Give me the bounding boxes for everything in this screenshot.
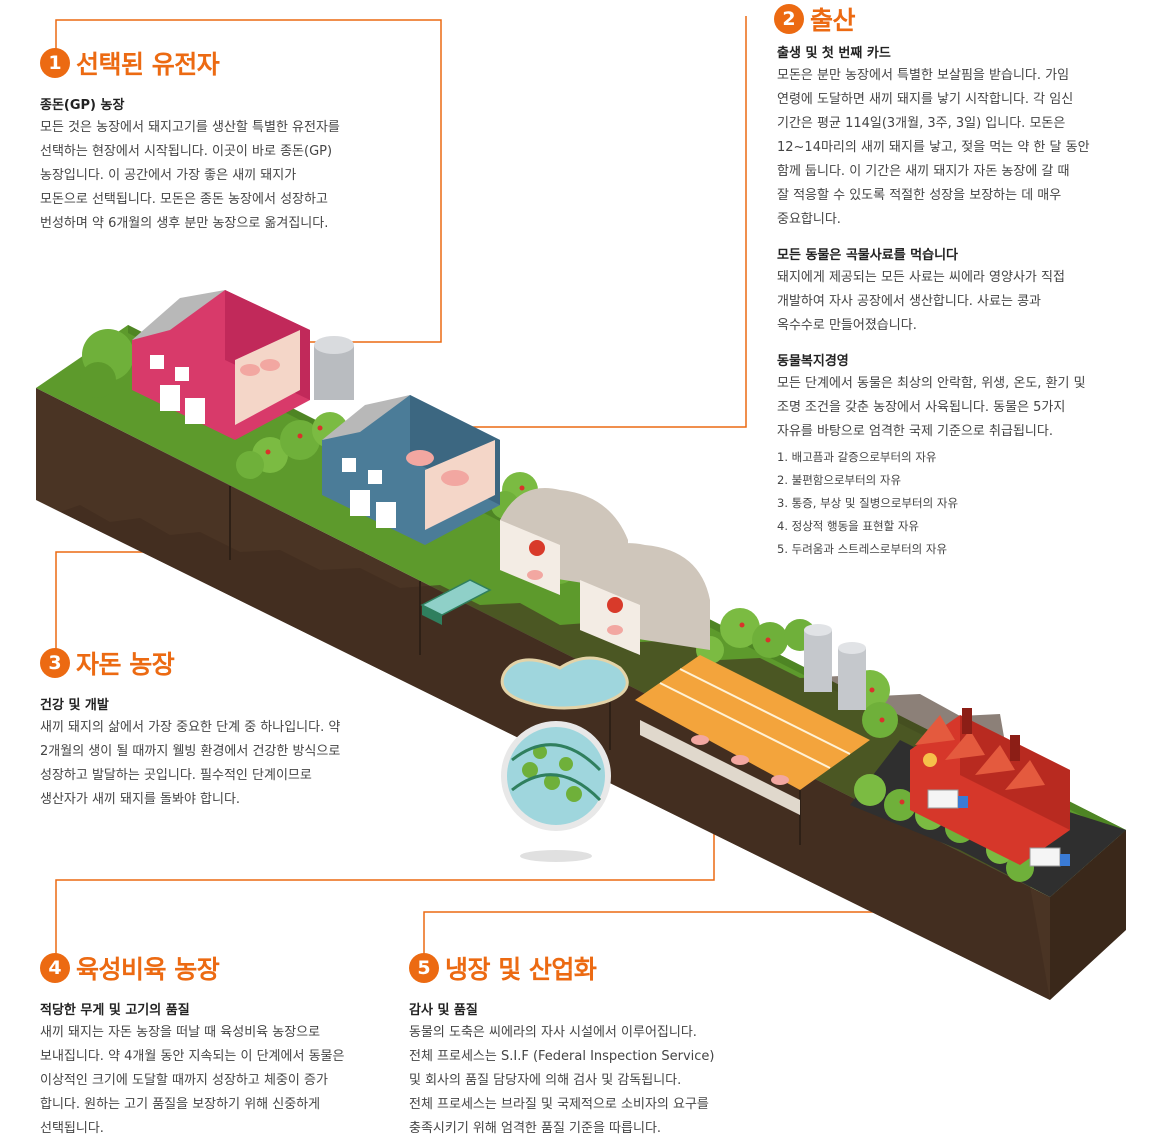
- section-1-heading: 1 선택된 유전자: [40, 44, 440, 82]
- text-line: 충족시키기 위해 엄격한 품질 기준을 따릅니다.: [409, 1121, 662, 1136]
- text-line: 잘 적응할 수 있도록 적절한 성장을 보장하는 데 매우: [777, 188, 1062, 203]
- greenhouse-magnifier: [501, 721, 611, 862]
- list-item: 3. 통증, 부상 및 질병으로부터의 자유: [777, 496, 959, 510]
- block-subtitle: 동물복지경영: [777, 354, 849, 369]
- list-item: 4. 정상적 행동을 표현할 자유: [777, 519, 919, 533]
- list-item: 1. 배고픔과 갈증으로부터의 자유: [777, 450, 937, 464]
- text-line: 성장하고 발달하는 곳입니다. 필수적인 단계이므로: [40, 768, 312, 783]
- block-body: 모돈은 분만 농장에서 특별한 보살핌을 받습니다. 가임 연령에 도달하면 새…: [777, 64, 1157, 232]
- text-line: 함께 둡니다. 이 기간은 새끼 돼지가 자돈 농장에 갈 때: [777, 164, 1070, 179]
- text-line: 전체 프로세스는 브라질 및 국제적으로 소비자의 요구를: [409, 1097, 709, 1112]
- text-line: 선택됩니다.: [40, 1121, 104, 1136]
- section-4-title: 육성비육 농장: [76, 955, 220, 984]
- section-5-heading: 5 냉장 및 산업화: [409, 949, 789, 987]
- text-line: 이상적인 크기에 도달할 때까지 성장하고 체중이 증가: [40, 1073, 328, 1088]
- connector-2: [435, 16, 747, 428]
- section-1: 1 선택된 유전자 종돈(GP) 농장 모든 것은 농장에서 돼지고기를 생산할…: [40, 44, 440, 236]
- section-5-body: 동물의 도축은 씨에라의 자사 시설에서 이루어집니다. 전체 프로세스는 S.…: [409, 1021, 789, 1141]
- block-body: 모든 단계에서 동물은 최상의 안락함, 위생, 온도, 환기 및 조명 조건을…: [777, 372, 1157, 444]
- text-line: 모든 단계에서 동물은 최상의 안락함, 위생, 온도, 환기 및: [777, 376, 1086, 391]
- list-item: 5. 두려움과 스트레스로부터의 자유: [777, 542, 948, 556]
- text-line: 생산자가 새끼 돼지를 돌봐야 합니다.: [40, 792, 241, 807]
- section-2: 2 출산 출생 및 첫 번째 카드 모돈은 분만 농장에서 특별한 보살핌을 받…: [774, 0, 1157, 561]
- text-line: 조명 조건을 갖춘 농장에서 사육됩니다. 동물은 5가지: [777, 400, 1066, 415]
- section-2-heading: 2 출산: [774, 0, 1157, 38]
- list-item: 2. 불편함으로부터의 자유: [777, 473, 902, 487]
- text-line: 옥수수로 만들어졌습니다.: [777, 318, 917, 333]
- text-line: 번성하며 약 6개월의 생후 분만 농장으로 옮겨집니다.: [40, 216, 329, 231]
- step-number-4: 4: [40, 953, 70, 983]
- greenhouse: [420, 579, 492, 625]
- section-3-body: 새끼 돼지의 삶에서 가장 중요한 단계 중 하나입니다. 약 2개월의 생이 …: [40, 716, 420, 812]
- text-line: 돼지에게 제공되는 모든 사료는 씨에라 영양사가 직접: [777, 270, 1065, 285]
- factory: [910, 708, 1070, 865]
- step-number-1: 1: [40, 48, 70, 78]
- step-number-3: 3: [40, 648, 70, 678]
- section-4: 4 육성비육 농장 적당한 무게 및 고기의 품질 새끼 돼지는 자돈 농장을 …: [40, 949, 400, 1141]
- section-3-title: 자돈 농장: [76, 650, 175, 679]
- text-line: 새끼 돼지는 자돈 농장을 떠날 때 육성비육 농장으로: [40, 1025, 321, 1040]
- silo: [314, 336, 354, 400]
- text-line: 기간은 평균 114일(3개월, 3주, 3일) 입니다. 모돈은: [777, 116, 1066, 131]
- text-line: 새끼 돼지의 삶에서 가장 중요한 단계 중 하나입니다. 약: [40, 720, 341, 735]
- text-line: 및 회사의 품질 담당자에 의해 검사 및 감독됩니다.: [409, 1073, 682, 1088]
- text-line: 개발하여 자사 공장에서 생산합니다. 사료는 콩과: [777, 294, 1041, 309]
- blue-barn: [322, 395, 500, 545]
- pink-barn: [132, 290, 310, 440]
- text-line: 모든 것은 농장에서 돼지고기를 생산할 특별한 유전자를: [40, 120, 340, 135]
- section-3-heading: 3 자돈 농장: [40, 644, 420, 682]
- section-1-subtitle: 종돈(GP) 농장: [40, 98, 125, 113]
- text-line: 합니다. 원하는 고기 품질을 보장하기 위해 신중하게: [40, 1097, 321, 1112]
- pond: [500, 656, 629, 710]
- block-subtitle: 모든 동물은 곡물사료를 먹습니다: [777, 248, 959, 263]
- section-1-body: 모든 것은 농장에서 돼지고기를 생산할 특별한 유전자를 선택하는 현장에서 …: [40, 116, 440, 236]
- text-line: 모돈으로 선택됩니다. 모돈은 종돈 농장에서 성장하고: [40, 192, 328, 207]
- section-4-subtitle: 적당한 무게 및 고기의 품질: [40, 1003, 190, 1018]
- section-5-subtitle: 감사 및 품질: [409, 1003, 478, 1018]
- section-4-body: 새끼 돼지는 자돈 농장을 떠날 때 육성비육 농장으로 보내집니다. 약 4개…: [40, 1021, 400, 1141]
- section-5: 5 냉장 및 산업화 감사 및 품질 동물의 도축은 씨에라의 자사 시설에서 …: [409, 949, 789, 1141]
- text-line: 2개월의 생이 될 때까지 웰빙 환경에서 건강한 방식으로: [40, 744, 341, 759]
- text-line: 12~14마리의 새끼 돼지를 낳고, 젖을 먹는 약 한 달 동안: [777, 140, 1090, 155]
- nursery-barns: [500, 488, 710, 655]
- step-number-5: 5: [409, 953, 439, 983]
- text-line: 모돈은 분만 농장에서 특별한 보살핌을 받습니다. 가임: [777, 68, 1070, 83]
- text-line: 중요합니다.: [777, 212, 841, 227]
- text-line: 전체 프로세스는 S.I.F (Federal Inspection Servi…: [409, 1049, 715, 1064]
- text-line: 연령에 도달하면 새끼 돼지를 낳기 시작합니다. 각 임신: [777, 92, 1074, 107]
- text-line: 동물의 도축은 씨에라의 자사 시설에서 이루어집니다.: [409, 1025, 697, 1040]
- section-4-heading: 4 육성비육 농장: [40, 949, 400, 987]
- trucks: [927, 789, 1070, 867]
- connector-1: [55, 19, 442, 343]
- text-line: 선택하는 현장에서 시작됩니다. 이곳이 바로 종돈(GP): [40, 144, 333, 159]
- section-3-subtitle: 건강 및 개발: [40, 698, 109, 713]
- text-line: 농장입니다. 이 공간에서 가장 좋은 새끼 돼지가: [40, 168, 297, 183]
- five-freedoms-list: 1. 배고픔과 갈증으로부터의 자유 2. 불편함으로부터의 자유 3. 통증,…: [777, 446, 1157, 561]
- block-subtitle: 출생 및 첫 번째 카드: [777, 46, 891, 61]
- finishing-barn: [635, 655, 870, 815]
- step-number-2: 2: [774, 4, 804, 34]
- feed-silos: [804, 624, 866, 710]
- section-2-title: 출산: [810, 6, 856, 35]
- text-line: 보내집니다. 약 4개월 동안 지속되는 이 단계에서 동물은: [40, 1049, 345, 1064]
- section-3: 3 자돈 농장 건강 및 개발 새끼 돼지의 삶에서 가장 중요한 단계 중 하…: [40, 644, 420, 812]
- section-1-title: 선택된 유전자: [76, 50, 220, 79]
- text-line: 자유를 바탕으로 엄격한 국제 기준으로 취급됩니다.: [777, 424, 1053, 439]
- block-body: 돼지에게 제공되는 모든 사료는 씨에라 영양사가 직접 개발하여 자사 공장에…: [777, 266, 1157, 338]
- section-5-title: 냉장 및 산업화: [445, 955, 597, 984]
